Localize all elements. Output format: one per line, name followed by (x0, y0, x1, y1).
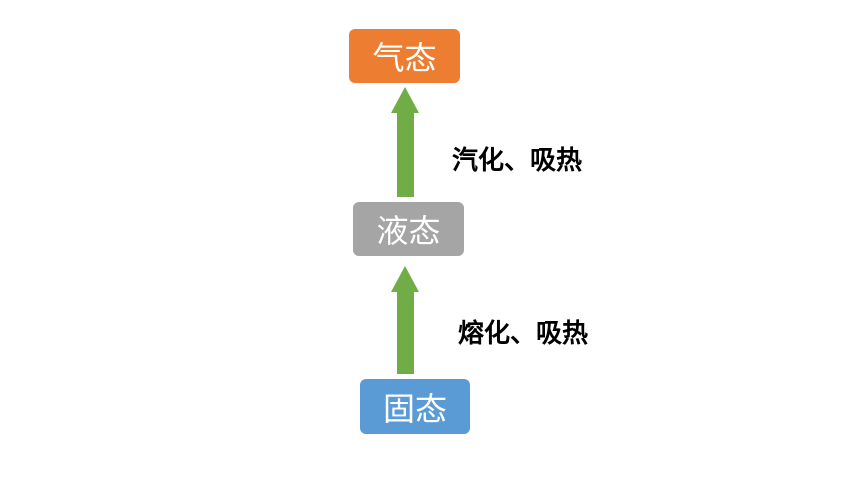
gas-state-box: 气态 (349, 29, 460, 83)
arrow-shaft-upper (397, 113, 414, 197)
arrow-shaft-lower (397, 292, 414, 374)
arrow-liquid-to-gas (391, 87, 419, 197)
arrow-solid-to-liquid (391, 266, 419, 374)
liquid-state-box: 液态 (353, 202, 464, 256)
vaporization-label: 汽化、吸热 (452, 146, 583, 176)
solid-state-label: 固态 (382, 389, 447, 428)
liquid-state-label: 液态 (376, 212, 441, 250)
melting-label: 熔化、吸热 (458, 319, 589, 349)
arrow-head-lower (391, 266, 419, 292)
arrow-head-upper (391, 87, 419, 113)
solid-state-box: 固态 (360, 379, 470, 434)
gas-state-label: 气态 (372, 39, 437, 77)
